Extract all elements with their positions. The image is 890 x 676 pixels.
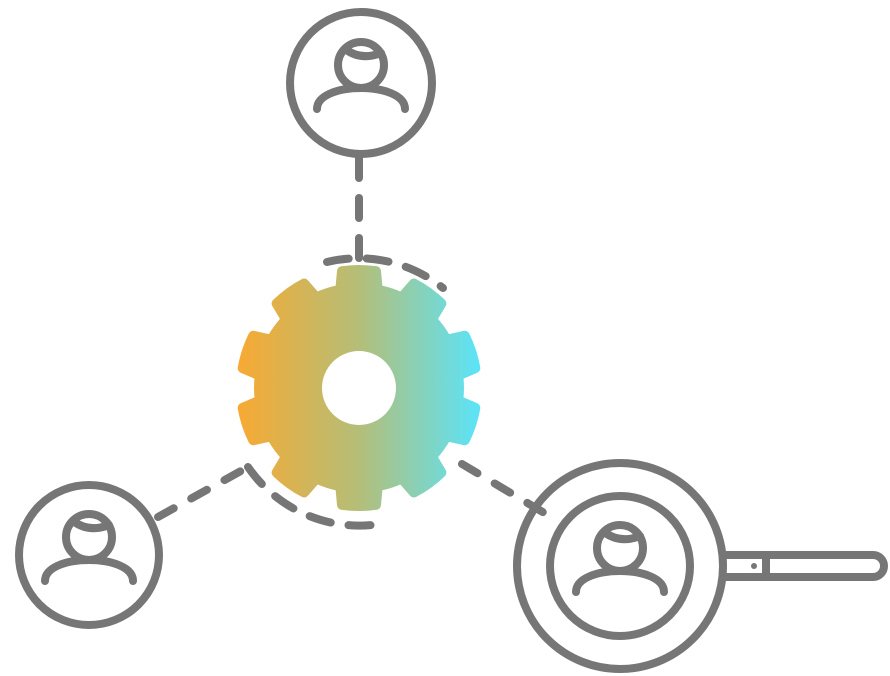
magnifier-lens-inner — [546, 492, 694, 640]
gear-icon — [237, 264, 481, 512]
user-top-ring — [286, 8, 436, 158]
user-left — [15, 481, 163, 629]
orbit-arc-top — [323, 254, 447, 292]
user-icon — [313, 38, 409, 113]
user-search — [513, 459, 888, 673]
user-icon — [572, 521, 668, 596]
connector-left — [154, 463, 252, 521]
gear-hole — [322, 351, 396, 425]
user-top — [286, 8, 436, 158]
orbit-arc-bottom — [244, 463, 376, 530]
magnifying-glass-icon — [720, 551, 888, 581]
magnifier-lens-outer — [513, 459, 727, 673]
user-left-ring — [15, 481, 163, 629]
connectors — [154, 154, 560, 530]
magnifier-handle — [720, 551, 888, 581]
user-icon — [41, 510, 137, 585]
connector-right — [458, 460, 560, 524]
magnifier-handle-dot — [751, 563, 757, 569]
